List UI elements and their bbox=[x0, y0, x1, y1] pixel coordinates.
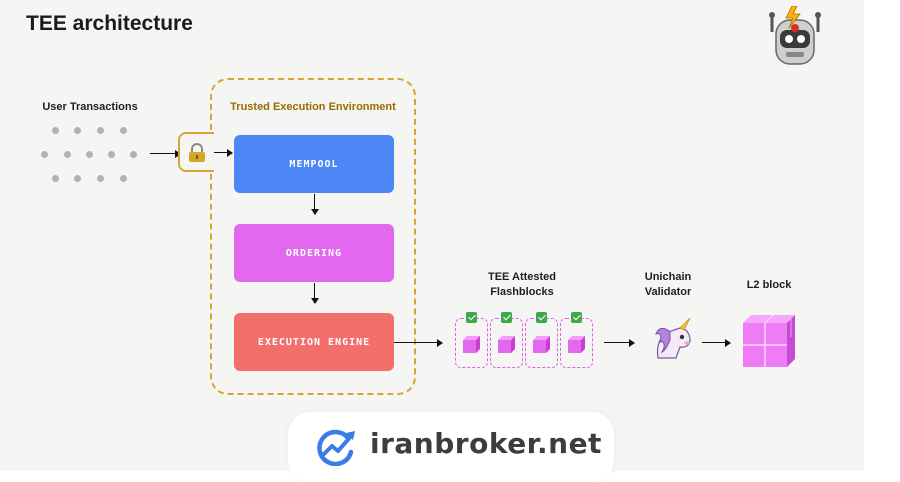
flashblock bbox=[490, 312, 523, 368]
unicorn-icon bbox=[655, 318, 691, 359]
transaction-dot bbox=[64, 151, 71, 158]
cube-icon bbox=[463, 336, 480, 353]
tee-container: Trusted Execution Environment bbox=[210, 78, 416, 395]
transaction-dot bbox=[97, 127, 104, 134]
transaction-dot bbox=[52, 127, 59, 134]
transaction-dot bbox=[108, 151, 115, 158]
flashblocks-label-line1: TEE Attested bbox=[487, 271, 557, 283]
user-transactions-label: User Transactions bbox=[42, 101, 138, 113]
flashblocks-label-line2: Flashblocks bbox=[490, 286, 554, 298]
transaction-dot bbox=[97, 175, 104, 182]
transaction-dot bbox=[52, 175, 59, 182]
validator-label-line1: Unichain bbox=[644, 271, 692, 283]
transaction-dot bbox=[74, 175, 81, 182]
arrow-execution-to-flashblocks bbox=[394, 337, 443, 349]
chart-arrow-logo-icon bbox=[317, 429, 355, 466]
check-icon bbox=[466, 312, 477, 323]
arrow-transactions-to-tee bbox=[150, 148, 181, 160]
flashblock bbox=[560, 312, 593, 368]
arrow-flashblocks-to-validator bbox=[604, 337, 635, 349]
flashblocks-label: TEE Attested Flashblocks bbox=[466, 270, 578, 300]
page-title: TEE architecture bbox=[26, 12, 193, 35]
tee-title: Trusted Execution Environment bbox=[230, 101, 396, 113]
robot-logo-icon bbox=[769, 6, 821, 65]
slide: TEE architecture User Transactions Trust… bbox=[0, 0, 864, 471]
cube-icon bbox=[498, 336, 515, 353]
lock-icon bbox=[189, 143, 205, 162]
check-icon bbox=[571, 312, 582, 323]
arrow-mempool-to-ordering bbox=[309, 194, 321, 215]
transactions-dots bbox=[38, 120, 148, 190]
transaction-dot bbox=[74, 127, 81, 134]
cube-icon bbox=[533, 336, 550, 353]
cube-icon bbox=[568, 336, 585, 353]
transaction-dot bbox=[120, 127, 127, 134]
l2-block-label: L2 block bbox=[746, 279, 792, 291]
watermark-text: iranbroker.net bbox=[370, 427, 602, 460]
arrow-ordering-to-execution bbox=[309, 283, 321, 304]
transaction-dot bbox=[41, 151, 48, 158]
validator-label: Unichain Validator bbox=[626, 270, 710, 300]
mempool-box: MEMPOOL bbox=[234, 135, 394, 193]
watermark-banner: iranbroker.net bbox=[288, 412, 614, 482]
transaction-dot bbox=[120, 175, 127, 182]
validator-label-line2: Validator bbox=[644, 286, 692, 298]
ordering-box: ORDERING bbox=[234, 224, 394, 282]
flashblock bbox=[455, 312, 488, 368]
arrow-lock-to-mempool bbox=[214, 147, 233, 159]
check-icon bbox=[536, 312, 547, 323]
execution-engine-box: EXECUTION ENGINE bbox=[234, 313, 394, 371]
l2-block-cube-icon bbox=[743, 315, 795, 367]
arrow-validator-to-l2 bbox=[702, 337, 731, 349]
transaction-dot bbox=[86, 151, 93, 158]
flashblock bbox=[525, 312, 558, 368]
lock-tab bbox=[178, 132, 214, 172]
transaction-dot bbox=[130, 151, 137, 158]
check-icon bbox=[501, 312, 512, 323]
